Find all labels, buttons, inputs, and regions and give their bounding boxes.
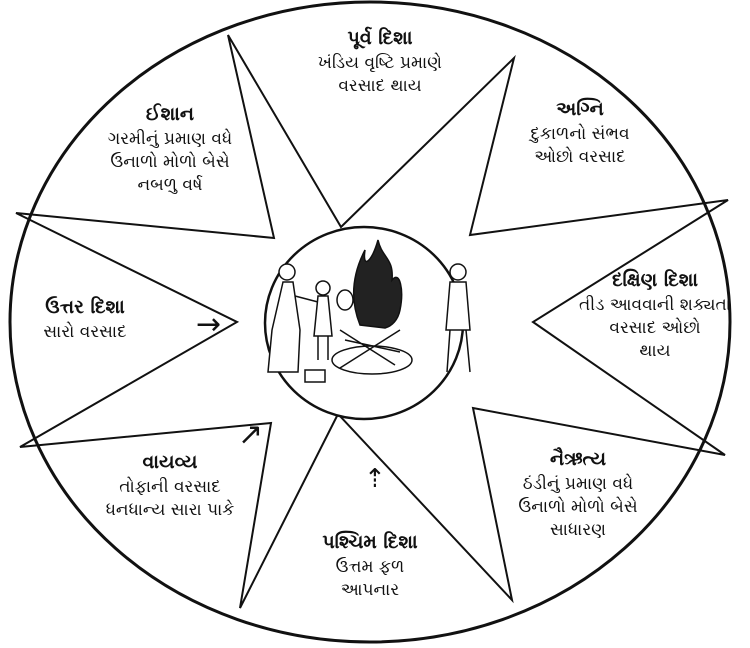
arrow-up-right-icon: ↗ — [238, 417, 264, 452]
outer-circle — [8, 0, 732, 644]
direction-line: ઉનાળો મોળો બેસે — [110, 151, 230, 172]
holi-bonfire-illustration — [267, 239, 471, 383]
child-head — [315, 280, 331, 296]
direction-line: ધનધાન્ય સારા પાકે — [105, 499, 235, 520]
direction-line: તોફાની વરસાદ — [119, 476, 221, 497]
direction-line: વરસાદ થાય — [338, 75, 422, 96]
man-body — [445, 281, 471, 331]
woman-head — [278, 263, 296, 281]
direction-title: પૂર્વ દિશા — [347, 27, 413, 49]
direction-title: અગ્નિ — [556, 98, 604, 120]
direction-line: સાધારણ — [550, 519, 606, 540]
arrow-right-icon: → — [196, 307, 222, 342]
woman-body — [267, 281, 301, 373]
direction-line: ઉનાળો મોળો બેસે — [518, 496, 638, 517]
direction-title: ઈશાન — [145, 103, 195, 125]
direction-line: તીડ આવવાની શક્યતા — [579, 294, 731, 315]
bonfire-flames — [352, 239, 403, 329]
direction-line: સારો વરસાદ — [43, 321, 127, 342]
man-legs — [446, 329, 471, 373]
direction-line: આપનાર — [340, 579, 400, 600]
direction-south: દક્ષિણ દિશા તીડ આવવાની શક્યતા વરસાદ ઓછો … — [565, 268, 745, 362]
arrow-up-icon: ⇡ — [364, 464, 386, 494]
star-divider — [15, 34, 729, 609]
woman-arm — [294, 295, 319, 303]
direction-title: નૈઋત્ય — [549, 448, 607, 470]
man-head — [449, 263, 467, 281]
direction-southwest: નૈઋત્ય ઠંડીનું પ્રમાણ વધે ઉનાળો મોળો બેસ… — [488, 447, 668, 541]
child-body — [313, 295, 333, 337]
direction-northwest: વાયવ્ય તોફાની વરસાદ ધનધાન્ય સારા પાકે — [80, 450, 260, 522]
offering-plate — [304, 369, 326, 383]
direction-title: પશ્ચિમ દિશા — [322, 531, 418, 553]
child-legs — [317, 336, 329, 360]
direction-east: પૂર્વ દિશા ખંડિય વૃષ્ટિ પ્રમાણે વરસાદ થા… — [290, 26, 470, 98]
direction-title: દક્ષિણ દિશા — [611, 269, 699, 291]
bonfire-base — [331, 345, 413, 375]
direction-line: ઠંડીનું પ્રમાણ વધે — [522, 473, 634, 494]
direction-line: ઉત્તમ ફળ — [335, 556, 405, 577]
direction-west: પશ્ચિમ દિશા ઉત્તમ ફળ આપનાર — [290, 530, 450, 602]
direction-line: ખંડિય વૃષ્ટિ પ્રમાણે — [317, 52, 442, 73]
direction-title: ઉત્તર દિશા — [45, 296, 125, 318]
direction-line: નબળુ વર્ષ — [137, 174, 203, 195]
direction-north: ઉત્તર દિશા સારો વરસાદ — [15, 295, 155, 344]
direction-line: ઓછો વરસાદ — [534, 146, 626, 167]
direction-line: થાય — [639, 340, 671, 361]
direction-line: દુકાળનો સંભવ — [530, 123, 630, 144]
direction-line: ગરમીનું પ્રમાણ વધે — [107, 128, 233, 149]
drum — [336, 289, 354, 311]
direction-southeast: અગ્નિ દુકાળનો સંભવ ઓછો વરસાદ — [505, 97, 655, 169]
direction-title: વાયવ્ય — [142, 451, 198, 473]
direction-northeast: ઈશાન ગરમીનું પ્રમાણ વધે ઉનાળો મોળો બેસે … — [75, 102, 265, 196]
direction-line: વરસાદ ઓછો — [609, 317, 701, 338]
